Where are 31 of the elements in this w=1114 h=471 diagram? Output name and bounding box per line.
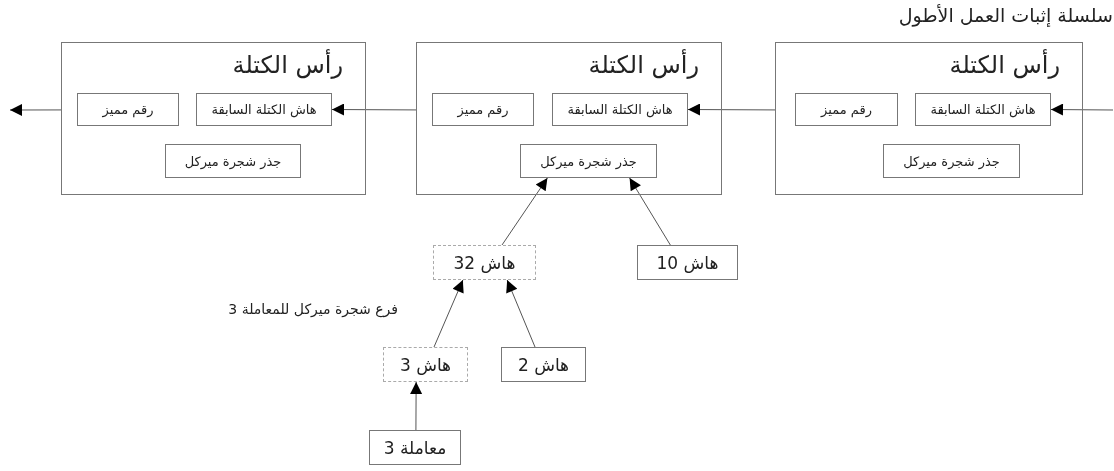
branch-label: فرع شجرة ميركل للمعاملة 3 [228,301,398,317]
arrow [687,103,776,116]
block-title: رأس الكتلة [232,51,343,79]
field-box: رقم مميز [77,93,179,126]
field-box: هاش الكتلة السابقة [552,93,688,126]
field-box: هاش الكتلة السابقة [196,93,332,126]
hash-box: هاش 10 [637,245,738,280]
arrow [9,104,62,116]
hash-box: هاش 2 [501,347,586,382]
field-box: جذر شجرة ميركل [520,144,657,178]
block-title: رأس الكتلة [949,51,1060,79]
block-header-box [416,42,722,195]
arrow [433,279,464,348]
hash-box: هاش 3 [383,347,468,382]
field-box: جذر شجرة ميركل [165,144,301,178]
field-box: رقم مميز [795,93,898,126]
arrow [410,381,423,431]
block-title: رأس الكتلة [588,51,699,79]
arrow [629,177,671,246]
arrow [506,279,536,348]
arrow [331,103,417,116]
block-header-box [775,42,1083,195]
block-header-box [61,42,366,195]
field-box: رقم مميز [432,93,534,126]
arrow [501,177,548,246]
arrow [1050,103,1114,116]
hash-box: هاش 32 [433,245,536,280]
hash-box: معاملة 3 [369,430,461,465]
field-box: جذر شجرة ميركل [883,144,1020,178]
field-box: هاش الكتلة السابقة [915,93,1051,126]
title: سلسلة إثبات العمل الأطول [898,4,1113,26]
